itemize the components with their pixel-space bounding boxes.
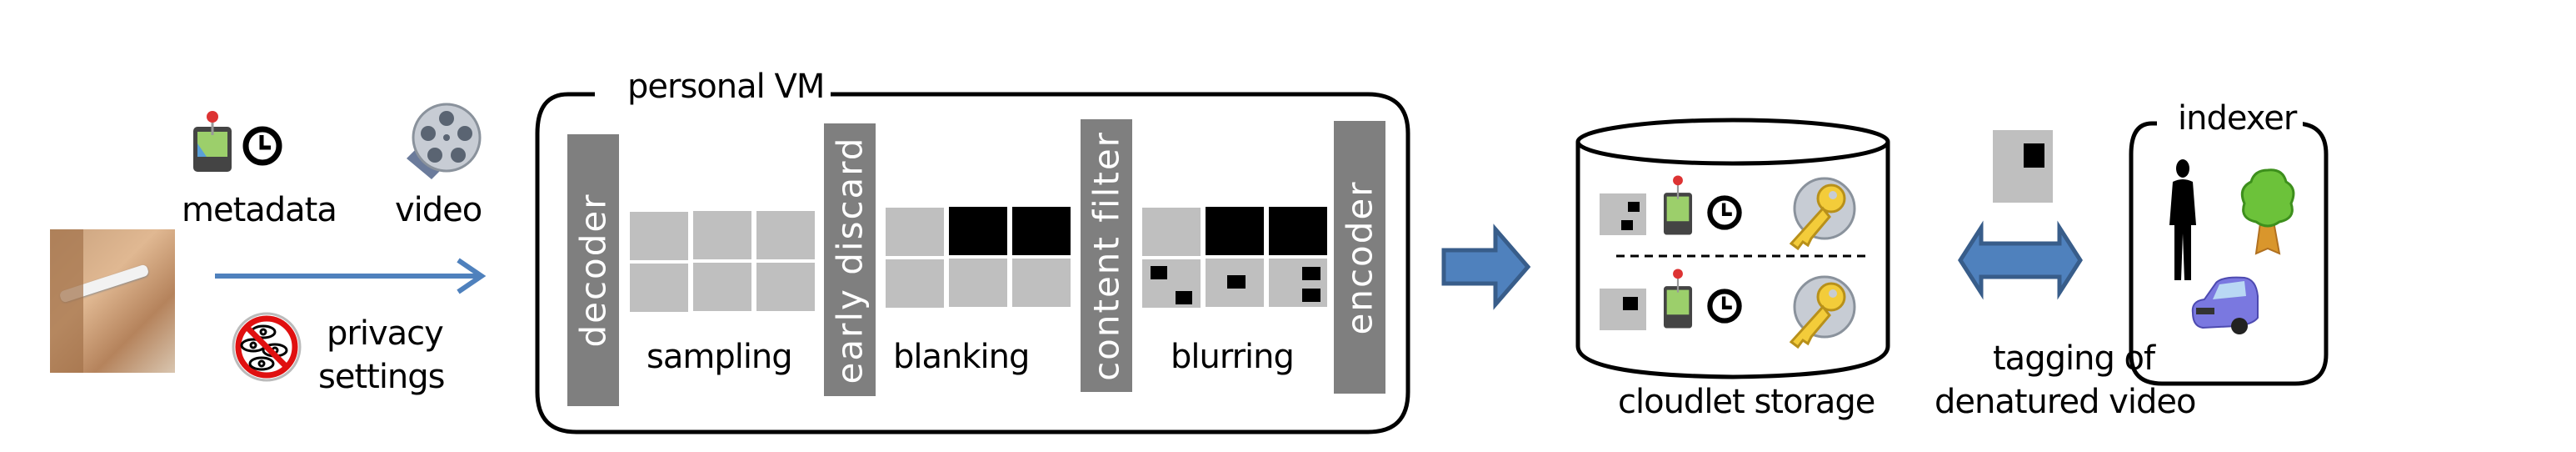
user-photo [50, 229, 175, 373]
person-silhouette-icon [2169, 159, 2196, 280]
tagging-label-line2: denatured video [1934, 383, 2196, 421]
blanked-frame [1206, 207, 1264, 255]
tagging-label-line1: tagging of [1993, 339, 2155, 378]
denatured-thumb [1600, 289, 1646, 330]
blurred-frame [1206, 259, 1264, 307]
upload-arrow [215, 258, 487, 294]
cloudlet-storage-label: cloudlet storage [1618, 383, 1875, 421]
indexer-box [2129, 121, 2329, 386]
gps-device-icon [1663, 269, 1693, 329]
blanking-label: blanking [893, 338, 1030, 376]
tree-icon [2240, 168, 2295, 255]
privacy-label-line2: settings [318, 358, 446, 396]
indexer-title: indexer [2171, 102, 2304, 135]
privacy-label-line1: privacy [327, 314, 444, 353]
video-reel-icon [407, 103, 482, 179]
personal-vm-box [535, 92, 1410, 434]
clock-icon [1707, 195, 1742, 230]
encoder-stage: encoder [1334, 121, 1385, 394]
store-arrow [1441, 223, 1531, 310]
privacy-no-watching-icon [232, 312, 302, 382]
frame [1012, 259, 1071, 307]
frame [756, 263, 815, 311]
blurred-frame [1269, 259, 1327, 307]
frame [630, 212, 688, 260]
clock-icon [242, 126, 282, 166]
encrypted-video-key-icon [1789, 177, 1856, 251]
frame [693, 211, 751, 259]
frame [693, 263, 751, 311]
content-filter-stage: content filter [1081, 119, 1132, 392]
metadata-label: metadata [182, 191, 337, 229]
frame [949, 259, 1007, 307]
clock-icon [1707, 289, 1742, 324]
blurring-label: blurring [1171, 338, 1295, 376]
blanked-frame [949, 207, 1007, 255]
personal-vm-title: personal VM [621, 70, 831, 103]
frame [886, 208, 944, 256]
frame [1142, 208, 1201, 256]
early-discard-stage: early discard [824, 123, 876, 396]
frame [886, 259, 944, 308]
tagging-double-arrow [1958, 220, 2083, 300]
video-label: video [395, 191, 482, 229]
frame [756, 211, 815, 259]
gps-device-icon [193, 111, 232, 172]
gps-device-icon [1663, 175, 1693, 235]
blurred-frame [1142, 259, 1201, 308]
frame [630, 264, 688, 312]
blanked-frame [1012, 207, 1071, 255]
denatured-frame-thumb [1993, 130, 2053, 203]
encrypted-video-key-icon [1789, 275, 1856, 349]
car-icon [2191, 276, 2259, 334]
sampling-label: sampling [646, 338, 793, 376]
decoder-stage: decoder [567, 134, 619, 406]
blanked-frame [1269, 207, 1327, 255]
hair [50, 229, 83, 373]
denatured-thumb [1600, 193, 1646, 235]
